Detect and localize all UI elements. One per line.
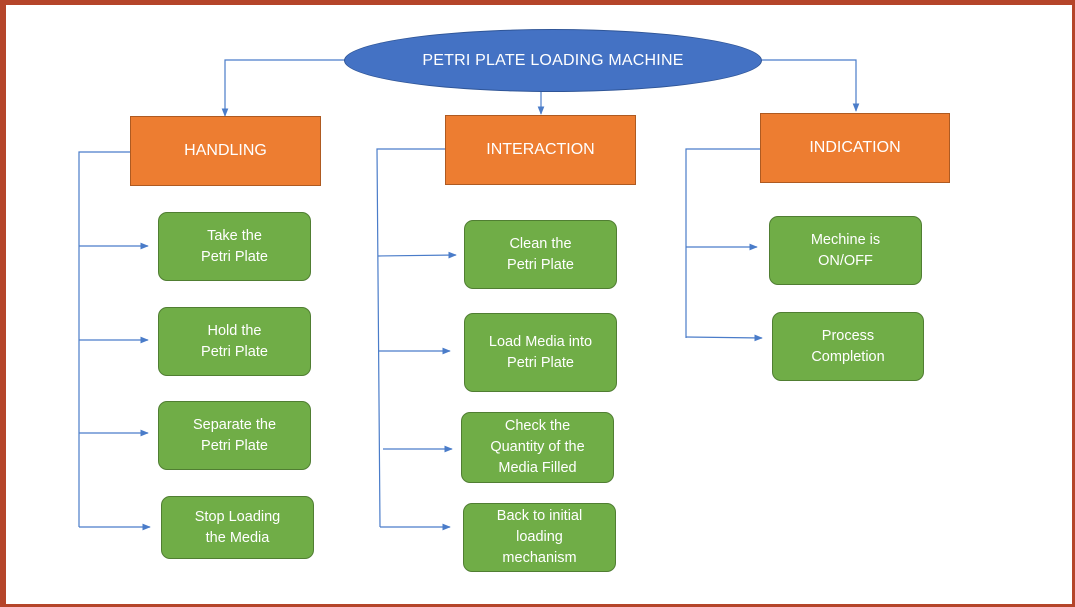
connector-indication-task-2	[685, 334, 763, 342]
task-load-media: Load Media into Petri Plate	[464, 313, 617, 392]
task-check-quantity: Check the Quantity of the Media Filled	[461, 412, 614, 483]
task-back-to-initial: Back to initial loading mechanism	[463, 503, 616, 572]
connector-root-handling	[221, 59, 345, 117]
task-stop-loading-media: Stop Loading the Media	[161, 496, 314, 559]
root-node: PETRI PLATE LOADING MACHINE	[344, 29, 762, 92]
task-clean-petri-plate: Clean the Petri Plate	[464, 220, 617, 289]
category-interaction: INTERACTION	[445, 115, 636, 185]
connector-interaction-trunk	[376, 148, 445, 528]
task-process-completion: Process Completion	[772, 312, 924, 381]
connector-root-indication	[762, 59, 860, 112]
task-machine-on-off: Mechine is ON/OFF	[769, 216, 922, 285]
task-hold-petri-plate: Hold the Petri Plate	[158, 307, 311, 376]
connector-interaction-task-1	[377, 251, 457, 259]
category-handling: HANDLING	[130, 116, 321, 186]
connector-handling-trunk	[78, 151, 130, 527]
connector-indication-trunk	[685, 148, 760, 338]
category-indication: INDICATION	[760, 113, 950, 183]
task-take-petri-plate: Take the Petri Plate	[158, 212, 311, 281]
task-separate-petri-plate: Separate the Petri Plate	[158, 401, 311, 470]
